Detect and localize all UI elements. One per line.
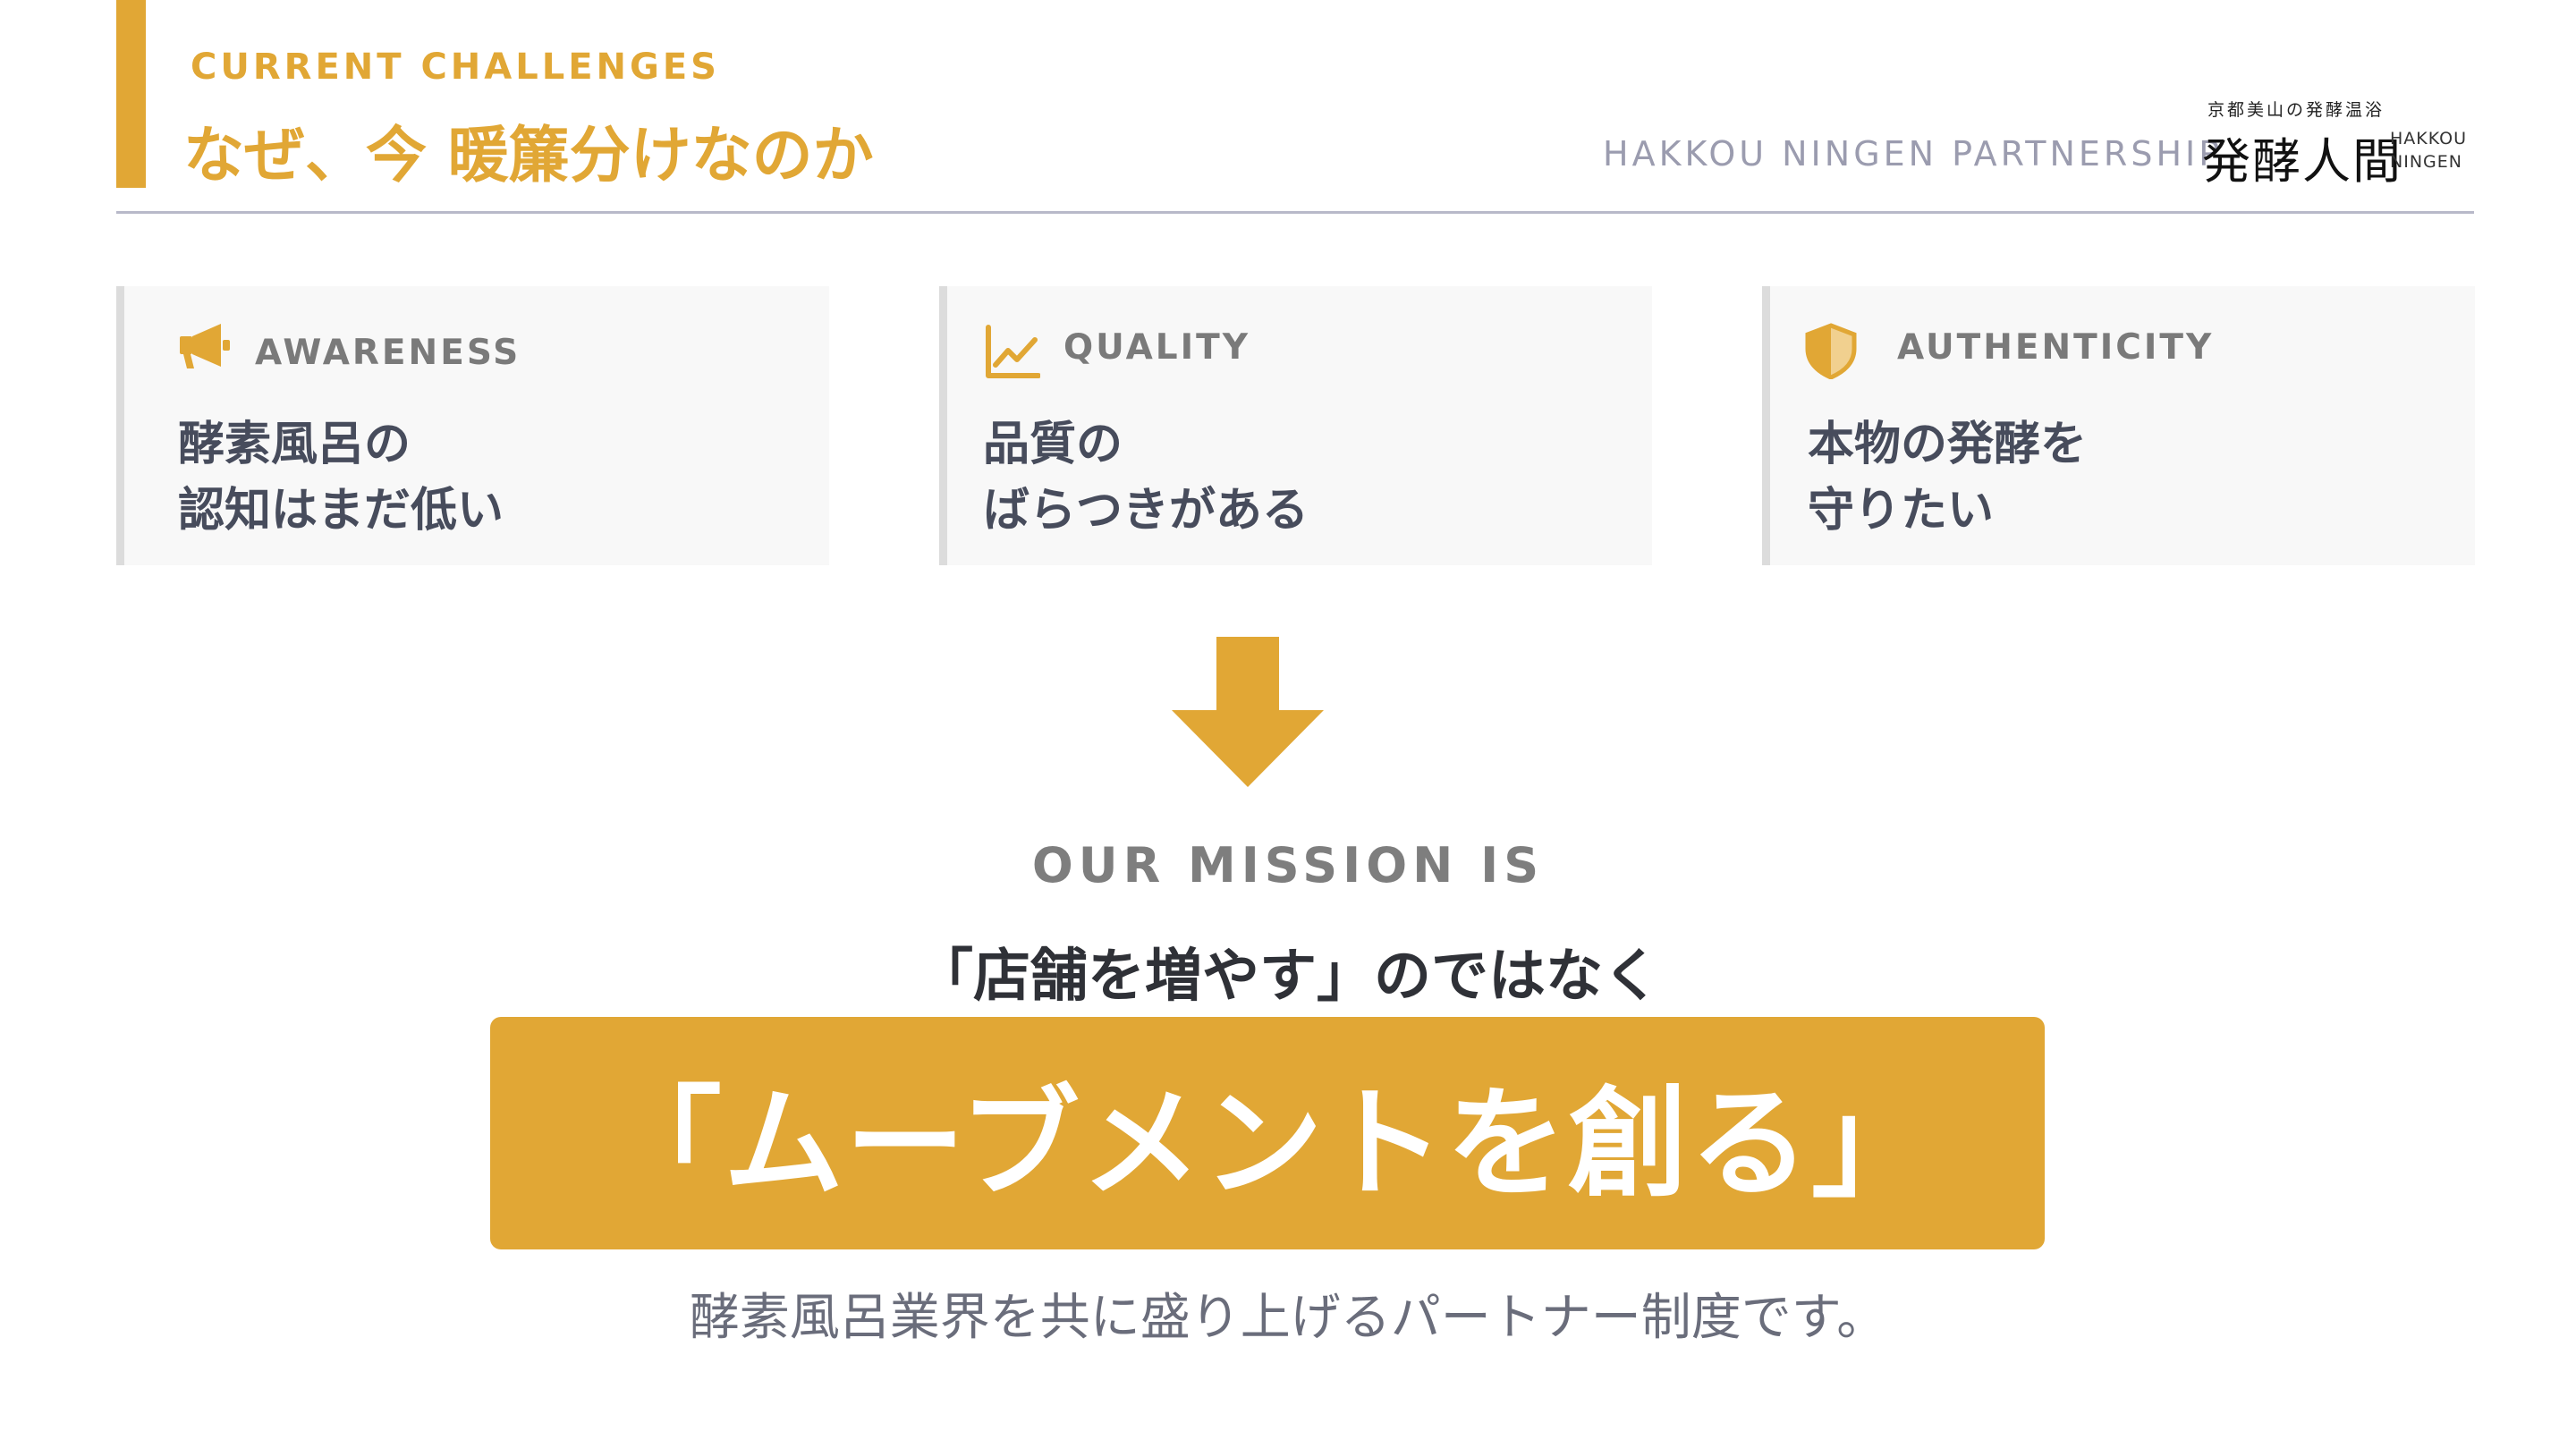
partnership-label: HAKKOU NINGEN PARTNERSHIP [1603,134,2224,174]
header-divider [116,211,2474,214]
challenge-card-awareness: AWARENESS 酵素風呂の 認知はまだ低い [116,286,829,565]
mission-label: OUR MISSION IS [1031,837,1545,893]
card-text: 品質の ばらつきがある [983,411,1309,544]
challenge-card-quality: QUALITY 品質の ばらつきがある [939,286,1652,565]
card-label: QUALITY [1063,327,1251,368]
logo-tagline: 京都美山の発酵温浴 [2207,100,2385,120]
megaphone-icon [180,324,230,368]
down-arrow-icon [1172,637,1324,787]
card-text-line: 本物の発酵を [1808,418,2088,471]
card-text-line: 酵素風呂の [178,418,411,471]
section-eyebrow: CURRENT CHALLENGES [191,47,720,88]
mission-tagline: 酵素風呂業界を共に盛り上げるパートナー制度です。 [689,1289,1887,1347]
mission-statement-box: 「ムーブメントを創る」 [490,1017,2045,1249]
logo-english-line1: HAKKOU [2390,129,2468,148]
logo-english: HAKKOU NINGEN [2390,127,2470,174]
card-text-line: ばらつきがある [983,484,1309,538]
accent-bar [116,0,146,188]
logo-name: 発酵人間 [2202,133,2402,190]
card-text-line: 認知はまだ低い [178,484,504,538]
page-title: なぜ、今 暖簾分けなのか [183,121,874,191]
card-label: AUTHENTICITY [1897,327,2215,368]
card-text: 本物の発酵を 守りたい [1808,411,2087,544]
challenge-card-authenticity: AUTHENTICITY 本物の発酵を 守りたい [1762,286,2475,565]
card-text-line: 守りたい [1808,484,1995,538]
mission-statement: 「ムーブメントを創る」 [602,1074,1933,1214]
mission-contrast: 「店舗を増やす」のではなく [916,944,1660,1010]
card-label: AWARENESS [255,333,521,373]
brand-logo: 京都美山の発酵温浴 発酵人間 HAKKOU NINGEN [2202,97,2470,190]
trend-chart-icon [986,325,1040,378]
logo-english-line2: NINGEN [2390,152,2462,172]
card-text: 酵素風呂の 認知はまだ低い [178,411,504,544]
card-text-line: 品質の [983,418,1123,471]
shield-icon [1805,323,1857,379]
